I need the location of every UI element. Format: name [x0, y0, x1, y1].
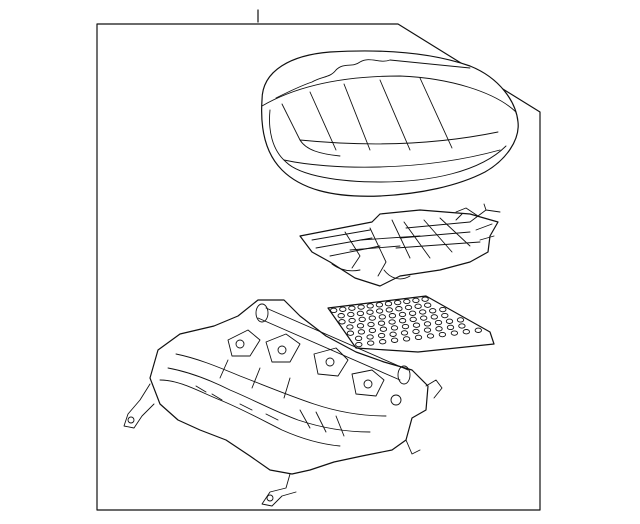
- pad-hole: [414, 334, 423, 341]
- pad-hole: [408, 310, 417, 316]
- pad-hole: [366, 303, 374, 309]
- pad-hole: [395, 306, 403, 312]
- pad-hole: [356, 323, 365, 329]
- pad-hole: [419, 309, 427, 315]
- pad-hole: [357, 329, 366, 335]
- pad-hole: [385, 307, 393, 313]
- pad-hole: [456, 317, 465, 323]
- pad-hole: [379, 326, 388, 332]
- pad-hole: [377, 332, 386, 339]
- pad-hole: [421, 296, 429, 302]
- pad-hole: [439, 306, 447, 313]
- pad-hole: [378, 314, 386, 320]
- pad-hole: [379, 339, 387, 345]
- pad-hole: [434, 319, 443, 326]
- pad-hole: [368, 327, 377, 334]
- pad-hole: [357, 304, 365, 310]
- pad-hole: [337, 313, 345, 319]
- pad-hole: [338, 319, 346, 325]
- pad-hole: [388, 319, 396, 325]
- pad-hole: [445, 318, 454, 324]
- pad-hole: [420, 315, 428, 321]
- pad-hole: [435, 326, 443, 332]
- pad-hole: [401, 323, 410, 330]
- pad-hole: [367, 340, 375, 346]
- pad-hole: [402, 336, 411, 342]
- pad-hole: [339, 306, 347, 312]
- pad-hole: [441, 312, 449, 319]
- pad-hole: [414, 303, 422, 309]
- pad-hole: [430, 314, 438, 320]
- pad-hole: [398, 318, 407, 324]
- pad-hole: [412, 297, 420, 304]
- pad-hole: [368, 315, 376, 321]
- pad-hole: [426, 333, 435, 339]
- callout-1-label: 1: [252, 19, 253, 21]
- pad-hole: [366, 309, 374, 315]
- pad-hole: [355, 341, 363, 348]
- pad-hole: [409, 316, 417, 323]
- pad-hole: [394, 299, 402, 306]
- pad-hole: [404, 304, 413, 311]
- pad-hole: [474, 327, 482, 333]
- pad-hole: [346, 330, 355, 336]
- pad-hole: [390, 337, 399, 343]
- pad-hole: [330, 307, 338, 314]
- pad-hole: [384, 301, 393, 307]
- pad-hole: [424, 302, 432, 308]
- pad-hole: [400, 330, 409, 336]
- pad-hole: [412, 328, 420, 335]
- pad-hole: [438, 331, 447, 338]
- pad-hole: [458, 323, 466, 329]
- cushion-cover[interactable]: [261, 50, 519, 197]
- pad-hole: [390, 325, 399, 331]
- pad-hole: [366, 334, 374, 340]
- pad-hole: [462, 329, 470, 335]
- heater-element[interactable]: [299, 203, 501, 287]
- pad-hole: [412, 322, 421, 328]
- pad-hole: [389, 331, 397, 337]
- pad-hole: [367, 321, 375, 328]
- pad-hole: [388, 313, 397, 319]
- pad-hole: [375, 302, 384, 308]
- pad-hole: [348, 317, 356, 324]
- pad-hole: [347, 311, 355, 318]
- assembly-outline: [96, 23, 541, 511]
- pad-hole: [346, 324, 354, 330]
- pad-hole: [377, 320, 386, 326]
- pad-hole: [403, 298, 411, 305]
- seat-frame[interactable]: [123, 299, 443, 507]
- callout-1[interactable]: 1: [252, 9, 259, 23]
- pad-hole: [358, 316, 366, 323]
- pad-hole: [375, 308, 384, 314]
- pad-hole: [423, 327, 432, 333]
- pad-hole: [423, 321, 432, 327]
- pad-hole: [348, 305, 356, 311]
- pad-hole: [398, 311, 407, 318]
- pad-hole: [429, 308, 437, 314]
- pad-hole: [354, 335, 363, 342]
- perforated-pad[interactable]: [327, 295, 495, 353]
- pad-hole: [450, 330, 459, 336]
- pad-hole: [446, 324, 455, 331]
- pad-hole: [356, 310, 365, 317]
